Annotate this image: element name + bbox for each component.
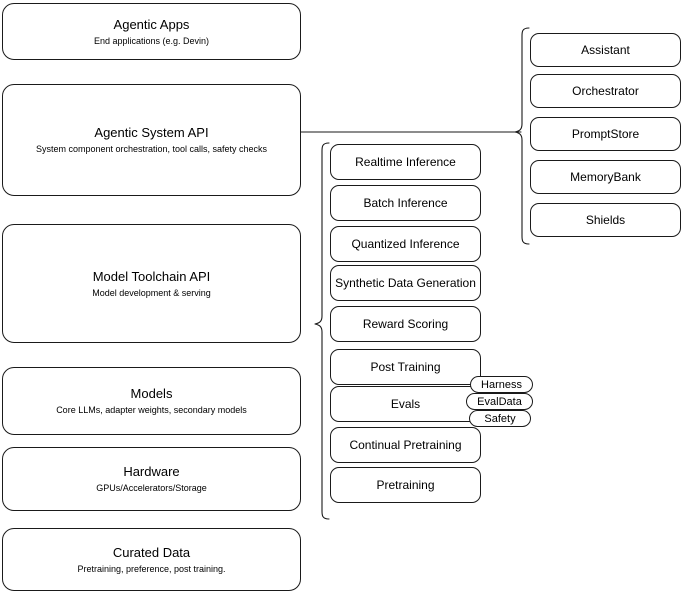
layer-hardware[interactable]: Hardware GPUs/Accelerators/Storage (2, 447, 301, 511)
node-label: Reward Scoring (362, 316, 449, 331)
toolchain-realtime-inference[interactable]: Realtime Inference (330, 144, 481, 180)
node-label: Post Training (370, 359, 441, 374)
layer-curated-data[interactable]: Curated Data Pretraining, preference, po… (2, 528, 301, 591)
layer-subtitle: Pretraining, preference, post training. (77, 563, 226, 574)
toolchain-batch-inference[interactable]: Batch Inference (330, 185, 481, 221)
node-label: Shields (585, 212, 626, 227)
agentic-orchestrator[interactable]: Orchestrator (530, 74, 681, 108)
brace-toolchain-components (314, 142, 330, 520)
layer-subtitle: End applications (e.g. Devin) (93, 35, 210, 46)
layer-subtitle: Model development & serving (92, 287, 211, 298)
evals-harness-pill[interactable]: Harness (470, 376, 533, 393)
evals-evaldata-pill[interactable]: EvalData (466, 393, 533, 410)
node-label: Evals (390, 396, 421, 411)
layer-title: Curated Data (112, 544, 191, 560)
node-label: PromptStore (571, 126, 640, 141)
layer-agentic-apps[interactable]: Agentic Apps End applications (e.g. Devi… (2, 3, 301, 60)
toolchain-pretraining[interactable]: Pretraining (330, 467, 481, 503)
layer-subtitle: Core LLMs, adapter weights, secondary mo… (56, 405, 247, 415)
agentic-shields[interactable]: Shields (530, 203, 681, 237)
evals-safety-pill[interactable]: Safety (469, 410, 531, 427)
node-label: Assistant (581, 42, 630, 57)
toolchain-synthetic-data-generation[interactable]: Synthetic Data Generation (330, 265, 481, 301)
layer-title: Hardware (123, 464, 180, 479)
brace-agentic-components (514, 27, 530, 245)
layer-subtitle: System component orchestration, tool cal… (35, 144, 268, 154)
node-label: Realtime Inference (355, 154, 456, 169)
node-label: Pretraining (376, 477, 435, 492)
node-label: Batch Inference (363, 195, 448, 210)
layer-models[interactable]: Models Core LLMs, adapter weights, secon… (2, 367, 301, 435)
toolchain-post-training[interactable]: Post Training (330, 349, 481, 385)
agentic-assistant[interactable]: Assistant (530, 33, 681, 67)
layer-model-toolchain-api[interactable]: Model Toolchain API Model development & … (2, 224, 301, 343)
node-label: MemoryBank (570, 169, 641, 184)
agentic-memorybank[interactable]: MemoryBank (530, 160, 681, 194)
toolchain-evals[interactable]: Evals (330, 386, 481, 422)
layer-title: Agentic System API (94, 125, 209, 140)
layer-title: Model Toolchain API (92, 268, 211, 284)
toolchain-quantized-inference[interactable]: Quantized Inference (330, 226, 481, 262)
node-label: Synthetic Data Generation (335, 275, 476, 290)
toolchain-continual-pretraining[interactable]: Continual Pretraining (330, 427, 481, 463)
layer-title: Agentic Apps (113, 16, 190, 32)
layer-title: Models (130, 386, 173, 401)
toolchain-reward-scoring[interactable]: Reward Scoring (330, 306, 481, 342)
agentic-promptstore[interactable]: PromptStore (530, 117, 681, 151)
node-label: Orchestrator (572, 83, 639, 98)
node-label: Continual Pretraining (349, 437, 462, 452)
node-label: Quantized Inference (351, 236, 460, 251)
layer-agentic-system-api[interactable]: Agentic System API System component orch… (2, 84, 301, 196)
layer-subtitle: GPUs/Accelerators/Storage (96, 483, 207, 493)
